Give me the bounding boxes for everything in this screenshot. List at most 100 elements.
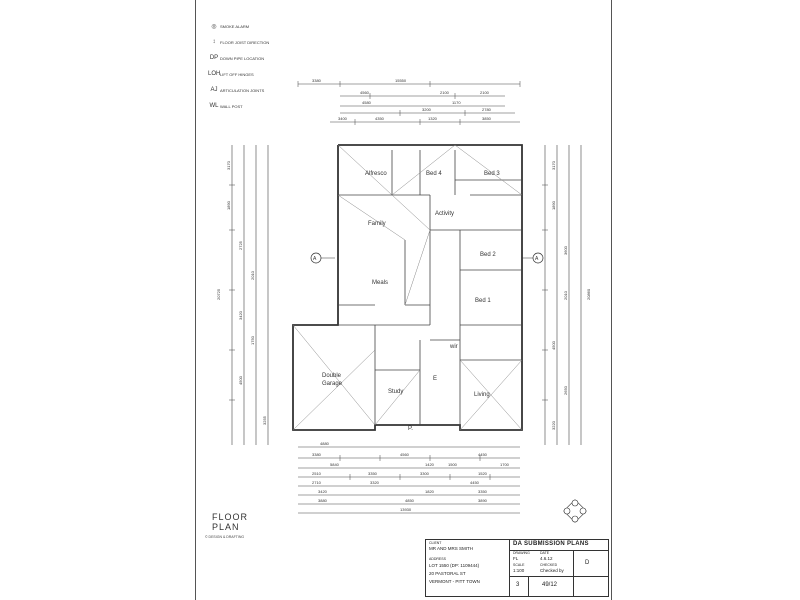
room-bed1: Bed 1 [475, 298, 491, 304]
right-dim-4: 4500 [551, 340, 556, 350]
scale-label: SCALE [513, 563, 525, 567]
legend-row-smoke-alarm: ◎ SMOKE ALARM [208, 18, 278, 34]
drawing-title: DA SUBMISSION PLANS [513, 541, 589, 547]
room-entry: E [433, 376, 437, 382]
legend: ◎ SMOKE ALARM ↕ FLOOR JOIST DIRECTION DP… [208, 18, 278, 114]
address-suburb: VERMONT - PITT TOWN [429, 579, 480, 584]
section-marker-right [522, 252, 544, 264]
left-dim-3: 2010 [250, 270, 255, 280]
top-dim-r1-0: 3380 [312, 78, 322, 83]
address-label: ADDRESS [429, 557, 446, 561]
bottom-dim-r4-2: 3300 [420, 471, 430, 476]
date-label: DATE [540, 551, 550, 555]
section-marker-right-label: A [535, 256, 539, 262]
room-wir: wir [449, 344, 458, 350]
top-dim-r3-1: 3200 [422, 107, 432, 112]
right-dim-0: 3170 [551, 160, 556, 170]
legend-row-articulation: AJ ARTICULATION JOINTS [208, 82, 278, 98]
job-number: 49/12 [542, 582, 558, 588]
top-dim-r2-0: 4560 [360, 90, 370, 95]
section-marker-left [310, 252, 335, 264]
bottom-dim-r7-1: 4850 [405, 498, 415, 503]
client-name: MR AND MRS SMITH [429, 546, 474, 551]
drawing-label: DRAWING [513, 551, 530, 555]
bottom-dim-r1-0: 4880 [320, 441, 330, 446]
drawing-scale: 1:100 [513, 568, 525, 573]
top-dim-r3-0: 4580 [362, 100, 372, 105]
copyright-note: © DESIGN & DRAFTING [205, 535, 245, 539]
checked-by: Checked by [540, 568, 564, 573]
legend-row-down-pipe: DP DOWN PIPE LOCATION [208, 50, 278, 66]
checked-label: CHECKED [540, 563, 558, 567]
legend-row-lift-off-hinge: LOH LIFT OFF HINGES [208, 66, 278, 82]
compass-icon [563, 499, 587, 523]
plan-text-layer: Alfresco Bed 4 Bed 3 Family Activity Bed… [216, 78, 591, 512]
room-double-garage-line1: Double [322, 373, 342, 379]
left-dim-2: 2725 [238, 240, 243, 250]
room-activity: Activity [435, 211, 454, 217]
section-marker-left-label: A [313, 256, 317, 262]
bottom-dim-r3-2: 1500 [448, 462, 458, 467]
legend-label: LIFT OFF HINGES [220, 71, 254, 77]
room-study: Study [388, 389, 403, 395]
right-dim-3: 2010 [563, 290, 568, 300]
room-alfresco: Alfresco [365, 171, 387, 177]
floor-plan-label-line2: PLAN [212, 522, 240, 532]
lift-off-hinge-icon: LOH [208, 71, 221, 77]
legend-row-wall-post: WL WALL POST [208, 98, 278, 114]
room-meals: Meals [372, 280, 388, 286]
top-dim-r1-1: 2100 [440, 90, 450, 95]
top-dim-r2-1: 1170 [452, 100, 461, 105]
left-dim-6: 4500 [238, 375, 243, 385]
floor-plan-label: FLOOR PLAN [212, 512, 248, 532]
bottom-dim-r4-0: 2510 [312, 471, 322, 476]
title-block-client: CLIENT MR AND MRS SMITH ADDRESS LOT 1550… [426, 540, 510, 596]
bottom-dim-r6-0: 3420 [318, 489, 328, 494]
right-dim-1: 1890 [551, 200, 556, 210]
address-street: 20 PASTORAL ST [429, 571, 466, 576]
bottom-dim-r5-1: 3320 [370, 480, 380, 485]
legend-label: DOWN PIPE LOCATION [220, 55, 265, 61]
room-bed2: Bed 2 [480, 252, 496, 258]
down-pipe-icon: DP [209, 55, 219, 61]
right-dim-overall: 20860 [586, 288, 591, 300]
sheet-number: 3 [516, 582, 520, 588]
bottom-dim-r7-2: 3890 [478, 498, 488, 503]
bottom-dim-r2-1: 4560 [400, 452, 410, 457]
legend-label: WALL POST [220, 103, 243, 109]
bottom-dim-r4-1: 3350 [368, 471, 378, 476]
room-living: Living [474, 392, 490, 398]
right-dim-6: 3220 [551, 420, 556, 430]
bottom-dim-r5-0: 2710 [312, 480, 322, 485]
internal-walls [338, 150, 522, 430]
bottom-dim-r7-0: 3880 [318, 498, 328, 503]
legend-label: ARTICULATION JOINTS [220, 87, 265, 93]
bottom-dim-r4-3: 1520 [478, 471, 488, 476]
bottom-dim-overall: 13930 [400, 507, 412, 512]
bottom-dim-r5-2: 4450 [470, 480, 480, 485]
title-block-details: DA SUBMISSION PLANS DRAWING FL DATE 4.6.… [510, 540, 608, 596]
drawing-sheet [195, 0, 612, 600]
bottom-dim-r3-3: 1700 [500, 462, 510, 467]
revision-letter: D [585, 560, 590, 566]
client-label: CLIENT [429, 541, 442, 545]
building-walls [292, 144, 523, 431]
bottom-dim-r2-2: 4450 [478, 452, 488, 457]
wall-post-icon: WL [209, 103, 219, 109]
room-double-garage-line2: Garage [322, 381, 343, 387]
top-dim-r3-2: 2780 [482, 107, 492, 112]
drawing-date: 4.6.12 [540, 556, 553, 561]
bottom-dim-r3-1: 1420 [425, 462, 435, 467]
top-dim-r4-2: 4350 [375, 116, 385, 121]
room-family: Family [368, 221, 386, 227]
room-bed3: Bed 3 [484, 171, 500, 177]
smoke-alarm-icon: ◎ [211, 23, 217, 30]
legend-label: SMOKE ALARM [220, 23, 250, 29]
bottom-dim-r3-0: 5840 [330, 462, 340, 467]
floor-plan-label-line1: FLOOR [212, 512, 249, 522]
left-dim-7: 3255 [262, 415, 267, 425]
left-dim-4: 3420 [238, 310, 243, 320]
bottom-dim-r6-1: 1820 [425, 489, 435, 494]
left-dim-overall: 20725 [216, 288, 221, 300]
